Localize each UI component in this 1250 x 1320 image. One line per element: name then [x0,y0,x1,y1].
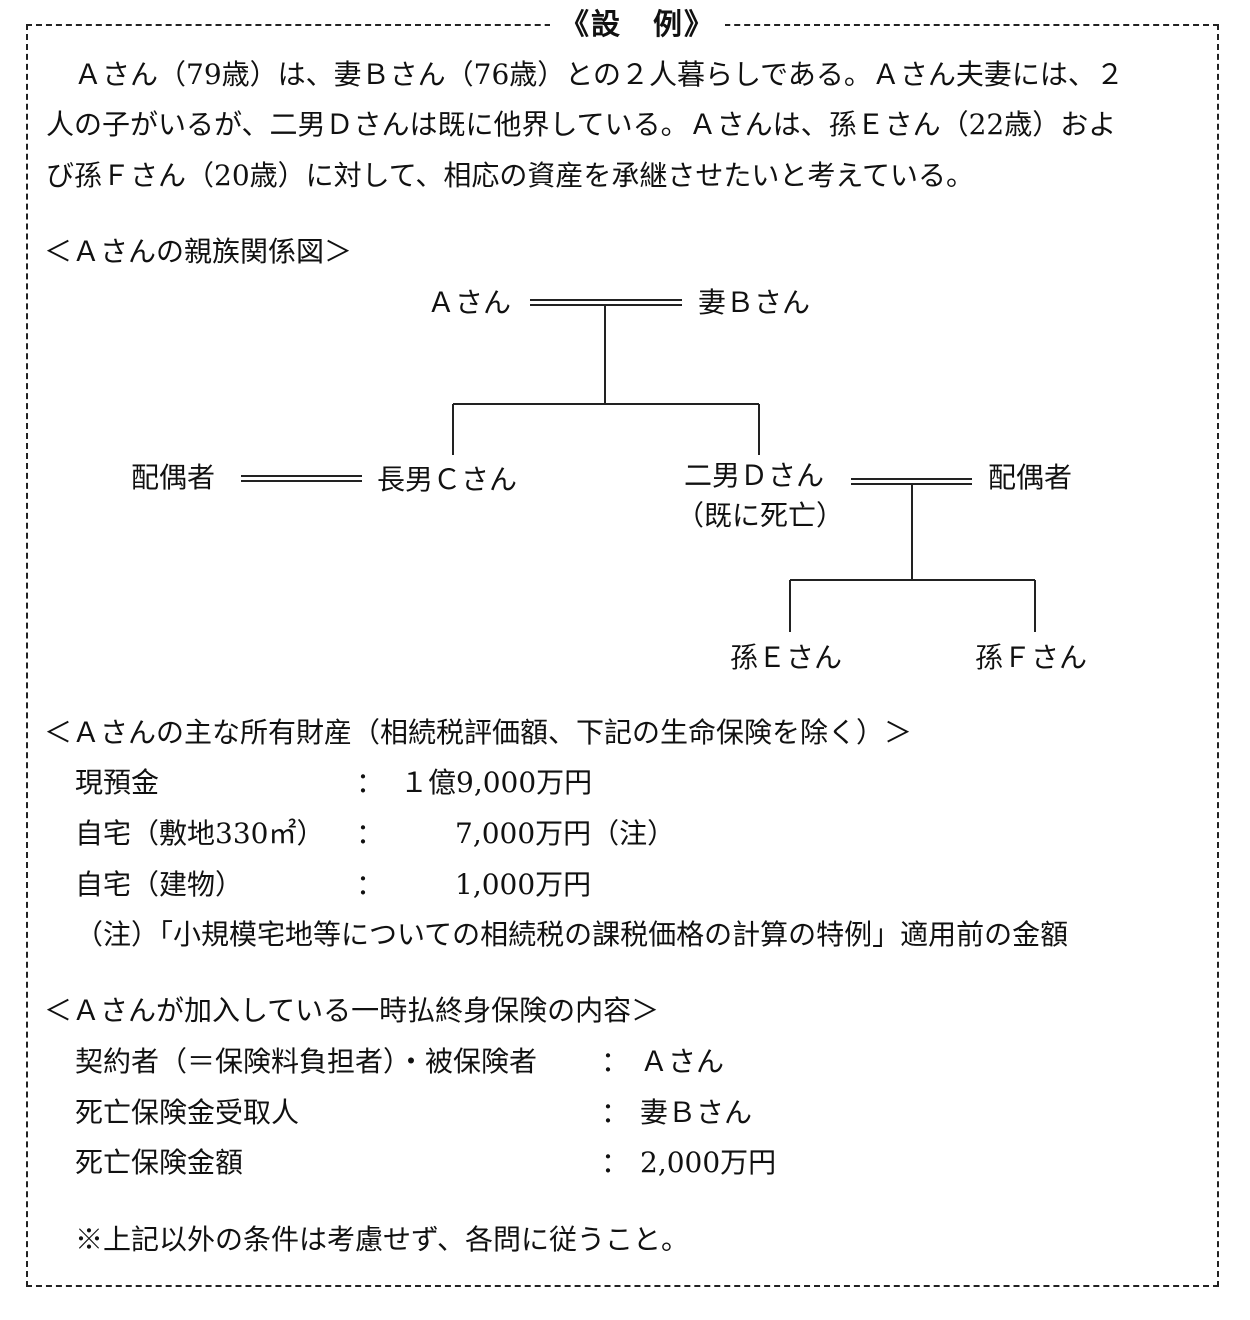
asset-value: 1,000万円 [455,868,592,901]
asset-value: 7,000万円（注） [455,817,676,850]
asset-label: 自宅（建物） [75,868,244,901]
insurance-value: 妻Ｂさん [640,1096,753,1129]
asset-value: １億9,000万円 [400,766,593,799]
intro-line-3: び孫Ｆさん（20歳）に対して、相応の資産を承継させたいと考えている。 [46,159,974,192]
assets-heading: ＜Ａさんの主な所有財産（相続税評価額、下記の生命保険を除く）＞ [44,716,913,749]
person-b: 妻Ｂさん [698,286,811,319]
asset-sep: ： [356,868,385,901]
person-d-spouse: 配偶者 [988,461,1073,494]
insurance-sep: ： [601,1045,630,1078]
asset-sep: ： [356,766,385,799]
person-a: Ａさん [427,286,512,319]
intro-line-1: Ａさん（79歳）は、妻Ｂさん（76歳）との２人暮らしである。Ａさん夫妻には、２ [46,58,1124,91]
intro-line-2: 人の子がいるが、二男Ｄさんは既に他界している。Ａさんは、孫Ｅさん（22歳）およ [46,108,1117,141]
case-title: 《設 例》 [550,7,726,41]
insurance-heading: ＜Ａさんが加入している一時払終身保険の内容＞ [44,994,660,1027]
assets-note: （注）「小規模宅地等についての相続税の課税価格の計算の特例」適用前の金額 [75,918,1069,951]
footer-note: ※上記以外の条件は考慮せず、各問に従うこと。 [75,1223,690,1256]
insurance-label: 死亡保険金受取人 [75,1096,300,1129]
person-c-spouse: 配偶者 [131,461,216,494]
family-tree-lines [241,299,1036,632]
family-heading: ＜Ａさんの親族関係図＞ [44,235,353,268]
insurance-label: 契約者（＝保険料負担者）・被保険者 [75,1045,538,1078]
asset-sep: ： [356,817,385,850]
person-d-note: （既に死亡） [676,499,845,532]
person-f: 孫Ｆさん [975,641,1088,674]
insurance-label: 死亡保険金額 [75,1146,244,1179]
person-d: 二男Ｄさん [684,459,825,492]
insurance-value: 2,000万円 [640,1146,777,1179]
asset-label: 現預金 [75,766,160,799]
insurance-sep: ： [601,1146,630,1179]
person-c: 長男Ｃさん [377,463,518,496]
insurance-value: Ａさん [640,1045,725,1078]
asset-label: 自宅（敷地330㎡） [75,817,325,850]
case-frame: 《設 例》 [26,7,1219,1287]
insurance-sep: ： [601,1096,630,1129]
person-e: 孫Ｅさん [730,641,843,674]
